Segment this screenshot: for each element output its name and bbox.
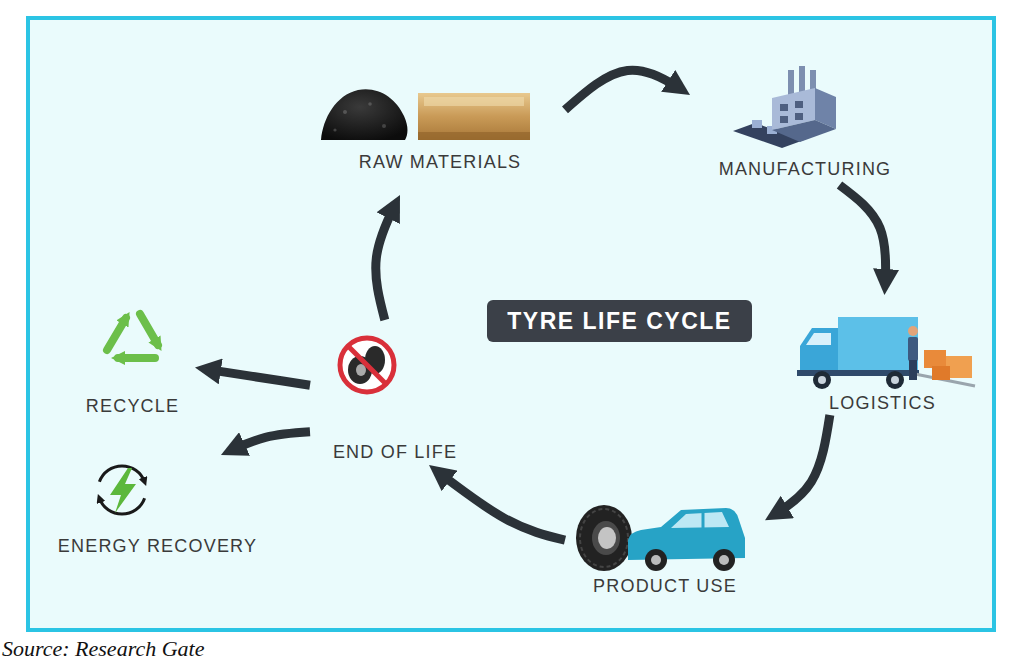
flow-arrow [195, 368, 310, 386]
stage-node: LOGISTICS [785, 295, 980, 415]
raw-materials-icon [321, 89, 530, 140]
flow-arrow [765, 415, 830, 520]
rubber-block [418, 93, 530, 140]
flow-arrow [221, 432, 310, 455]
factory-window [780, 104, 788, 111]
factory-window [780, 116, 788, 123]
truck-cargo [838, 317, 918, 372]
stage-node: MANUFACTURING [690, 65, 920, 185]
stage-node: END OF LIFE [310, 320, 480, 465]
source-caption: Source: Research Gate [2, 636, 204, 662]
worker-head [908, 326, 918, 336]
stage-node: ENERGY RECOVERY [40, 455, 275, 560]
flow-arrow [565, 70, 690, 110]
factory-icon [733, 66, 836, 148]
prohibition-ring [340, 338, 394, 392]
tyre-tread [580, 509, 628, 567]
stage-label: RAW MATERIALS [315, 151, 565, 173]
flow-arrow [376, 195, 400, 320]
stage-label: END OF LIFE [310, 441, 480, 463]
car-pillar [702, 513, 705, 528]
stage-label: PRODUCT USE [565, 575, 765, 597]
recycle-symbol [107, 314, 158, 358]
stage-label: ENERGY RECOVERY [40, 535, 275, 557]
flow-arrow [840, 185, 886, 295]
tyre [576, 505, 632, 571]
powder-speck [333, 128, 336, 131]
powder-speck [382, 124, 386, 128]
truck-wheel [813, 371, 831, 389]
stage-node: RAW MATERIALS [315, 80, 565, 195]
tyre-sidewall [592, 521, 620, 555]
powder-speck [368, 102, 372, 106]
car-wheel [645, 549, 667, 571]
car-hub [651, 555, 661, 565]
truck-window [806, 333, 831, 345]
frame-border [28, 18, 994, 630]
lightning-bolt [110, 468, 136, 513]
tyre-car-icon [576, 505, 745, 571]
prohibition-slash [348, 346, 386, 384]
recycle-arrow [107, 318, 126, 350]
truck-hub [891, 376, 899, 384]
carbon-powder [321, 89, 408, 140]
factory-window [795, 113, 803, 120]
cargo-box [924, 350, 946, 368]
flow-arrow [429, 465, 565, 540]
diagram-title: TYRE LIFE CYCLE [487, 300, 752, 342]
truck-icon [797, 317, 975, 389]
rubber-highlight [424, 97, 524, 106]
rubber-shadow [418, 132, 530, 140]
worker-body [908, 337, 918, 361]
stage-label: RECYCLE [70, 395, 195, 417]
car-hub [719, 555, 729, 565]
truck-hub [818, 376, 826, 384]
car-window [671, 512, 729, 528]
truck-wheel [886, 371, 904, 389]
car-wheel [713, 549, 735, 571]
recycle-arrow [140, 314, 158, 345]
factory-base [772, 120, 836, 142]
end-of-life-icon [340, 338, 394, 392]
energy-symbol [99, 466, 144, 514]
factory-chimney [799, 66, 805, 94]
factory-chimney [788, 70, 794, 96]
stage-label: LOGISTICS [785, 392, 980, 414]
truck-cab [800, 328, 838, 372]
conveyor-box [752, 120, 762, 128]
cargo-box [932, 366, 950, 380]
factory-window [795, 101, 803, 108]
stage-node: PRODUCT USE [565, 495, 765, 600]
powder-speck [343, 110, 347, 114]
recycle-arrow [118, 354, 155, 362]
tyre-rim [598, 527, 616, 549]
stage-label: MANUFACTURING [690, 158, 920, 180]
worker-legs [909, 360, 917, 380]
stage-node: RECYCLE [70, 295, 195, 420]
